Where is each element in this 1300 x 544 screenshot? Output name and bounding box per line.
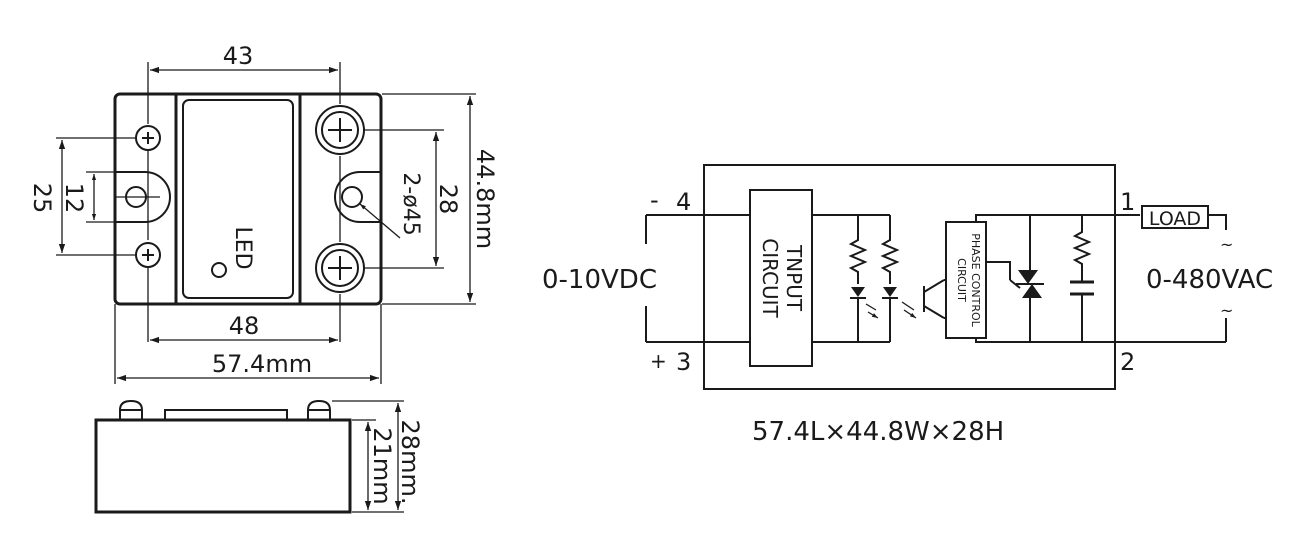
dim-28-label: 28 [434, 184, 462, 215]
right-mounting-lug [334, 171, 381, 223]
side-plate-ridge [164, 409, 288, 421]
dim-12-label: 12 [60, 183, 88, 214]
pin-3-sign: + [650, 349, 667, 373]
extension-line [114, 304, 382, 384]
dim-25-label: 25 [28, 183, 56, 214]
phase-control-block [945, 221, 987, 339]
label-plate-frame [174, 92, 302, 306]
extension-line [364, 129, 444, 269]
extension-line [86, 171, 116, 223]
snubber-resistor-icon [1072, 215, 1092, 282]
dim-48-label: 48 [229, 312, 260, 340]
output-wire [1208, 214, 1227, 230]
led-diode-icon [851, 287, 865, 297]
led-indicator [211, 262, 227, 278]
pin-2-label: 2 [1120, 348, 1135, 376]
ac-symbol-top: ~ [1220, 235, 1233, 254]
hole-leader [359, 203, 401, 239]
dim-43-label: 43 [223, 42, 254, 70]
screw-head-icon [307, 399, 331, 420]
pin-4-sign: - [650, 186, 659, 214]
output-wire [975, 338, 1226, 343]
hole-label: 2-ø45 [398, 172, 423, 235]
resistor-icon [848, 215, 868, 284]
pin-3-label: 3 [676, 348, 691, 376]
input-circuit-line2: CIRCUIT [758, 238, 782, 318]
resistor-icon [880, 215, 900, 284]
input-range-label: 0-10VDC [542, 265, 657, 295]
pin-4-label: 4 [676, 188, 691, 216]
phase-control-line2: CIRCUIT [955, 258, 968, 302]
led-diode-wire [850, 297, 866, 342]
input-wire [646, 214, 750, 343]
extension-line [332, 400, 404, 513]
dim-28-side-label: 28mm. [396, 420, 424, 505]
pin-1-label: 1 [1120, 188, 1135, 216]
triac-icon [1009, 215, 1044, 342]
right-mount-hole [341, 186, 363, 208]
screw-icon [135, 125, 161, 151]
led-diode-wire [882, 297, 898, 342]
side-body-outline [94, 418, 352, 514]
dim-21-label: 21mm [368, 427, 396, 504]
input-circuit-line1: TNPUT [782, 244, 806, 312]
input-circuit-block [749, 189, 813, 367]
dim-57-4-label: 57.4mm [212, 350, 312, 378]
capacitor-icon [1070, 280, 1094, 296]
extension-line [56, 137, 136, 256]
terminal-screw-icon [315, 105, 365, 155]
phototransistor-icon [923, 279, 946, 319]
terminal-screw-icon [315, 243, 365, 293]
load-label: LOAD [1149, 208, 1201, 230]
output-wire [975, 214, 1140, 222]
relay-body-outline [113, 92, 383, 306]
module-outline [703, 164, 1116, 390]
top-view: LED 43 [28, 42, 499, 384]
gate-wire [986, 261, 1011, 280]
dim-44-8-label: 44.8mm [471, 149, 499, 249]
label-window [182, 99, 294, 299]
size-caption: 57.4L×44.8W×28H [752, 417, 1004, 447]
left-mounting-lug [115, 171, 171, 223]
light-emission-icon [865, 303, 878, 318]
output-range-label: 0-480VAC [1146, 265, 1273, 295]
load-box [1141, 205, 1209, 229]
screw-head-icon [119, 399, 143, 420]
light-emission-icon [901, 301, 916, 318]
led-label: LED [230, 226, 255, 269]
schematic: - 4 + 3 0-10VDC TNPUT CIRCUIT PH [542, 164, 1273, 447]
ac-symbol-bottom: ~ [1220, 301, 1233, 320]
phase-control-line1: PHASE CONTROL [969, 233, 982, 327]
side-view: 21mm 28mm. [94, 399, 424, 514]
screw-icon [135, 242, 161, 268]
rail-wire [812, 214, 890, 343]
led-diode-icon [883, 287, 897, 297]
extension-line [382, 93, 476, 305]
